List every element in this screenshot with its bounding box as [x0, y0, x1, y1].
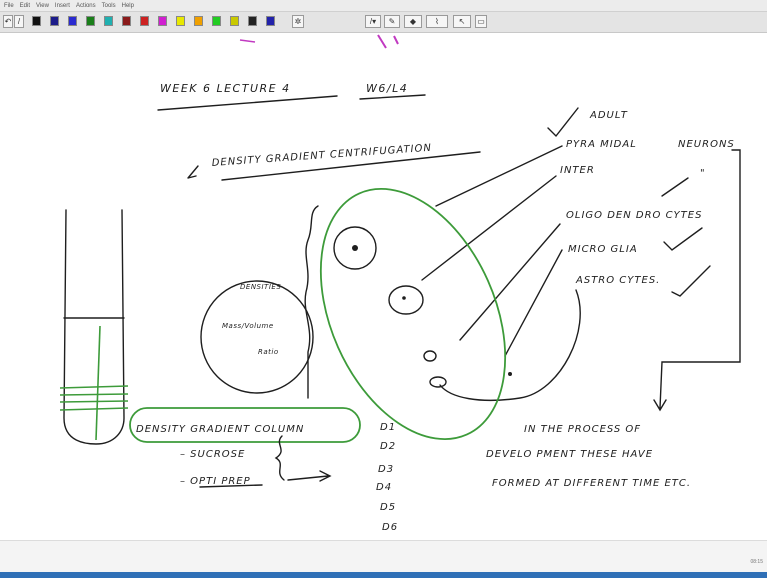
check-astrocytes: [671, 265, 711, 297]
note-canvas[interactable]: WEEK 6 LECTURE 4 W6/L4 DENSITY GRADIENT …: [0, 33, 767, 568]
color-swatch[interactable]: [266, 16, 275, 26]
brace-mark: [274, 435, 285, 481]
menu-file[interactable]: File: [4, 3, 14, 9]
insert-space-icon[interactable]: ✲: [292, 15, 304, 28]
label-ratio: Ratio: [258, 348, 279, 356]
cell-smallest: [429, 376, 447, 388]
menu-help[interactable]: Help: [121, 3, 134, 9]
color-swatch[interactable]: [32, 16, 41, 26]
cell-medium: [388, 285, 424, 315]
taskbar: [0, 572, 767, 578]
label-opti-prep: – OPTI PREP: [180, 476, 251, 487]
stray-ink-mark-2: [239, 39, 256, 43]
label-neurons: NEURONS: [678, 139, 735, 150]
menu-edit[interactable]: Edit: [19, 3, 31, 9]
tube-green-line: [95, 325, 101, 441]
pen-tool-icon[interactable]: /▾: [365, 15, 381, 28]
undo-icon[interactable]: ↶: [3, 15, 13, 28]
process-note-line1: IN THE PROCESS OF: [524, 424, 641, 435]
highlighter-icon[interactable]: ✎: [384, 15, 400, 28]
color-swatch[interactable]: [50, 16, 59, 26]
density-circle: [200, 280, 314, 394]
color-swatch[interactable]: [68, 16, 77, 26]
title-arrow: [187, 165, 199, 179]
label-pyramidal: PYRA MIDAL: [566, 139, 637, 150]
color-swatch[interactable]: [176, 16, 185, 26]
menu-actions[interactable]: Actions: [75, 3, 96, 9]
lecture-header: WEEK 6 LECTURE 4: [160, 82, 291, 95]
fraction-d2: D2: [380, 441, 396, 452]
pages-icon[interactable]: ▭: [475, 15, 487, 28]
label-oligodendrocytes: OLIGO DEN DRO CYTES: [566, 210, 702, 221]
menu-view[interactable]: View: [36, 3, 49, 9]
gradient-bands: [59, 385, 129, 411]
check-microglia: [663, 227, 703, 251]
color-swatch[interactable]: [86, 16, 95, 26]
pen-icon[interactable]: /: [14, 15, 24, 28]
fraction-d1: D1: [380, 422, 396, 433]
ink-dot: [508, 372, 512, 376]
column-outline: [129, 407, 361, 443]
arrow-pyramidal: [435, 145, 563, 207]
cell-small: [423, 350, 437, 362]
color-swatch[interactable]: [158, 16, 167, 26]
menu-tools[interactable]: Tools: [101, 3, 116, 9]
menu-insert[interactable]: Insert: [54, 3, 70, 9]
label-density-gradient-column: DENSITY GRADIENT COLUMN: [136, 424, 304, 435]
label-densities: DENSITIES: [240, 283, 281, 291]
cell-large: [333, 226, 377, 270]
label-adult: ADULT: [589, 110, 628, 121]
lecture-code: W6/L4: [366, 82, 408, 95]
label-microglia: MICRO GLIA: [568, 244, 638, 255]
label-ditto: ": [700, 168, 706, 179]
color-swatch[interactable]: [140, 16, 149, 26]
label-astrocytes: ASTRO CYTES.: [575, 275, 660, 286]
arrow-astrocytes: [439, 289, 581, 401]
opti-prep-underline: [199, 484, 263, 488]
arrow-inter: [421, 175, 557, 281]
page-footer: 08:15: [0, 540, 767, 573]
color-swatch[interactable]: [248, 16, 257, 26]
lecture-code-underline: [359, 94, 426, 100]
wavy-divider: [304, 205, 319, 399]
section-title: DENSITY GRADIENT CENTRIFUGATION: [211, 143, 432, 169]
color-swatch[interactable]: [104, 16, 113, 26]
check-adult: [547, 107, 579, 138]
fraction-d6: D6: [382, 522, 398, 533]
cell-medium-nucleus: [402, 296, 406, 300]
bracket-arrow: [653, 149, 741, 412]
pointer-icon[interactable]: ↖: [453, 15, 471, 28]
process-note-line3: FORMED AT DIFFERENT TIME ETC.: [492, 478, 691, 489]
arrow-oligo: [459, 223, 561, 341]
label-sucrose: – SUCROSE: [180, 449, 245, 460]
stray-ink-mark: [377, 34, 399, 49]
toolbar: ↶ / ✲ /▾ ✎ ◆ ⌇ ↖ ▭: [0, 12, 767, 33]
menu-bar: File Edit View Insert Actions Tools Help: [0, 0, 767, 12]
color-swatch[interactable]: [212, 16, 221, 26]
cell-large-nucleus: [352, 245, 358, 251]
title-underline: [221, 151, 481, 181]
header-underline: [157, 95, 338, 111]
label-inter: INTER: [560, 165, 595, 176]
handwriting-layer: WEEK 6 LECTURE 4 W6/L4 DENSITY GRADIENT …: [59, 34, 741, 533]
fraction-d4: D4: [376, 482, 392, 493]
process-note-line2: DEVELO PMENT THESE HAVE: [486, 449, 653, 460]
test-tube: [63, 209, 125, 445]
page-time: 08:15: [750, 559, 763, 565]
color-swatch[interactable]: [122, 16, 131, 26]
color-swatch[interactable]: [230, 16, 239, 26]
eraser-icon[interactable]: ◆: [404, 15, 422, 28]
lasso-icon[interactable]: ⌇: [426, 15, 448, 28]
fraction-d3: D3: [378, 464, 394, 475]
label-mass-volume: Mass/Volume: [222, 322, 274, 330]
check-inter: [661, 177, 689, 197]
fraction-d5: D5: [380, 502, 396, 513]
cell-group-ellipse: [319, 187, 507, 441]
color-swatch[interactable]: [194, 16, 203, 26]
arrow-microglia: [504, 249, 563, 357]
arrow-to-fractions: [287, 470, 332, 482]
